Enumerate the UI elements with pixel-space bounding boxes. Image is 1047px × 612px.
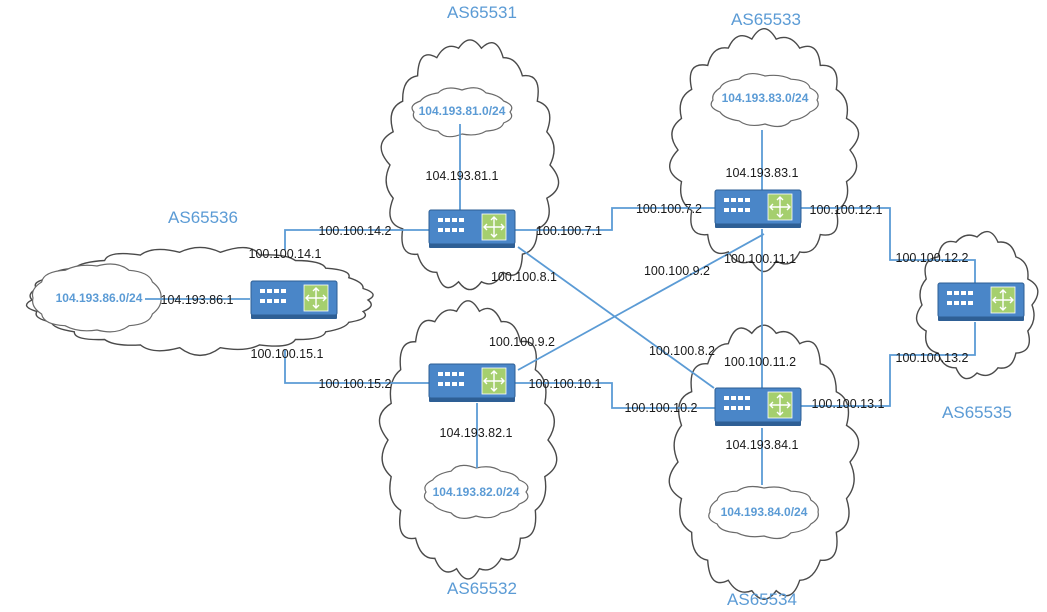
- link15-a-label: 100.100.15.1: [251, 347, 324, 361]
- link10-a-label: 100.100.10.1: [529, 377, 602, 391]
- link8-a-label: 100.100.8.1: [491, 270, 557, 284]
- as65533-label: AS65533: [731, 10, 801, 29]
- link-7: [514, 207, 716, 231]
- router-as65535[interactable]: [937, 282, 1025, 322]
- link13-b-label: 100.100.13.2: [896, 351, 969, 365]
- as65531-label: AS65531: [447, 3, 517, 22]
- link7-b-label: 100.100.7.2: [636, 202, 702, 216]
- subnet82-cloud: [423, 464, 529, 520]
- link10-b-label: 100.100.10.2: [625, 401, 698, 415]
- subnet81-cloud: [411, 87, 513, 138]
- as65532-label: AS65532: [447, 579, 517, 598]
- link13-a-label: 100.100.13.1: [812, 397, 885, 411]
- link15-b-label: 100.100.15.2: [319, 377, 392, 391]
- net83-label: 104.193.83.0/24: [722, 91, 809, 105]
- link12-b-label: 100.100.12.2: [896, 251, 969, 265]
- subnet83-cloud: [710, 72, 819, 128]
- net81-label: 104.193.81.0/24: [419, 104, 506, 118]
- link7-a-label: 100.100.7.1: [536, 224, 602, 238]
- link-14: [284, 229, 430, 250]
- as65535-label: AS65535: [942, 403, 1012, 422]
- gw84-label: 104.193.84.1: [726, 438, 799, 452]
- link14-a-label: 100.100.14.1: [249, 247, 322, 261]
- router-as65536[interactable]: [250, 280, 338, 320]
- gw86-label: 104.193.86.1: [161, 293, 234, 307]
- link-15: [284, 350, 430, 384]
- as65531-cloud: [380, 39, 560, 291]
- link-8: [517, 246, 715, 389]
- as65534-label: AS65534: [727, 590, 797, 609]
- net82-label: 104.193.82.0/24: [433, 485, 520, 499]
- link-13: [800, 322, 976, 407]
- router-as65531[interactable]: [428, 209, 516, 249]
- link9-a-label: 100.100.9.2: [644, 264, 710, 278]
- link9-b-label: 100.100.9.2: [489, 335, 555, 349]
- subnet86-cloud: [31, 263, 162, 333]
- gw83-label: 104.193.83.1: [726, 166, 799, 180]
- gw82-label: 104.193.82.1: [440, 426, 513, 440]
- link11-a-label: 100.100.11.1: [724, 252, 796, 266]
- link11-b-label: 100.100.11.2: [724, 355, 796, 369]
- link-9: [517, 233, 765, 371]
- as65533-cloud: [669, 28, 860, 273]
- net86-label: 104.193.86.0/24: [56, 291, 143, 305]
- link-12: [800, 207, 976, 288]
- link12-a-label: 100.100.12.1: [810, 203, 883, 217]
- router-as65534[interactable]: [714, 387, 802, 427]
- link14-b-label: 100.100.14.2: [319, 224, 392, 238]
- gw81-label: 104.193.81.1: [426, 169, 499, 183]
- link8-b-label: 100.100.8.2: [649, 344, 715, 358]
- link-lines: [145, 124, 976, 485]
- router-as65533[interactable]: [714, 189, 802, 229]
- net84-label: 104.193.84.0/24: [721, 505, 808, 519]
- as65536-label: AS65536: [168, 208, 238, 227]
- link-10: [514, 382, 716, 409]
- subnet84-cloud: [708, 485, 819, 540]
- router-as65532[interactable]: [428, 363, 516, 403]
